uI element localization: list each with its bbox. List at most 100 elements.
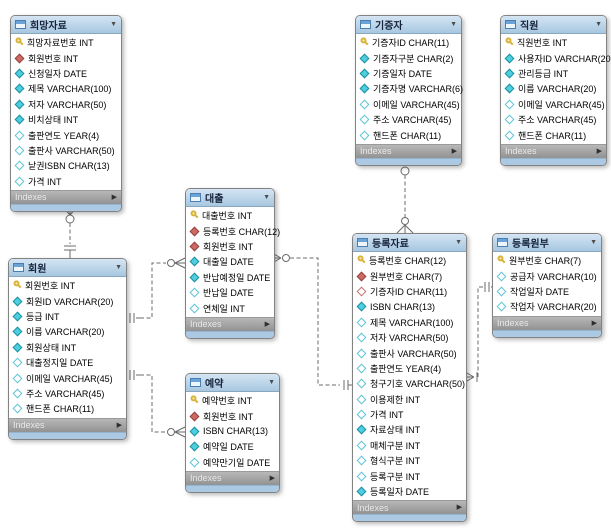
column-row[interactable]: 출판사 VARCHAR(50) — [353, 345, 466, 360]
column-row[interactable]: 기증자명 VARCHAR(6) — [356, 81, 463, 96]
column-row[interactable]: ISBN CHAR(13) — [353, 299, 466, 314]
column-row[interactable]: 예약번호 INT — [186, 393, 279, 408]
column-row[interactable]: 형식구분 INT — [353, 453, 466, 468]
indexes-bar[interactable]: Indexes▶ — [356, 143, 461, 158]
column-row[interactable]: 희망자료번호 INT — [11, 35, 121, 50]
entity-table-registered-data[interactable]: 등록자료▼등록번호 CHAR(12)원부번호 CHAR(7)기증자ID CHAR… — [352, 233, 467, 523]
column-row[interactable]: 회원ID VARCHAR(20) — [9, 293, 126, 308]
column-row[interactable]: 원부번호 CHAR(7) — [493, 253, 601, 268]
indexes-bar[interactable]: Indexes▶ — [9, 417, 126, 432]
relationship-reservation-member[interactable] — [125, 370, 186, 438]
column-row[interactable]: 이름 VARCHAR(20) — [501, 81, 606, 96]
column-row[interactable]: 등록번호 CHAR(12) — [186, 223, 280, 238]
expand-arrow-icon[interactable]: ▶ — [451, 147, 457, 155]
column-row[interactable]: 주소 VARCHAR(45) — [9, 386, 126, 401]
column-row[interactable]: 원부번호 CHAR(7) — [353, 268, 466, 283]
column-row[interactable]: 핸드폰 CHAR(11) — [501, 127, 606, 142]
expand-arrow-icon[interactable]: ▶ — [264, 320, 270, 328]
collapse-arrow-icon[interactable]: ▼ — [263, 194, 270, 201]
column-row[interactable]: 회원번호 INT — [9, 278, 126, 293]
expand-arrow-icon[interactable]: ▶ — [591, 319, 597, 327]
column-row[interactable]: 이메일 VARCHAR(45) — [501, 97, 606, 112]
column-row[interactable]: 저자 VARCHAR(50) — [353, 330, 466, 345]
collapse-arrow-icon[interactable]: ▼ — [110, 21, 117, 28]
column-row[interactable]: 등록일자 DATE — [353, 484, 466, 499]
column-row[interactable]: 등급 INT — [9, 309, 126, 324]
column-row[interactable]: 비치상태 INT — [11, 112, 121, 127]
entity-table-donor[interactable]: 기증자▼기증자ID CHAR(11)기증자구분 CHAR(2)기증일자 DATE… — [355, 15, 463, 166]
column-row[interactable]: 관리등급 INT — [501, 66, 606, 81]
relationship-loan-registered[interactable] — [271, 252, 352, 390]
table-header[interactable]: 회원▼ — [9, 259, 126, 277]
entity-table-register-ledger[interactable]: 등록원부▼원부번호 CHAR(7)공급자 VARCHAR(10)작업일자 DAT… — [492, 233, 602, 338]
column-row[interactable]: 출판연도 YEAR(4) — [353, 361, 466, 376]
column-row[interactable]: 대출정지일 DATE — [9, 355, 126, 370]
column-row[interactable]: 연체일 INT — [186, 300, 274, 315]
column-row[interactable]: 직원번호 INT — [501, 35, 606, 50]
column-row[interactable]: 회원번호 INT — [186, 239, 274, 254]
relationship-loan-member[interactable] — [125, 257, 186, 323]
table-header[interactable]: 등록자료▼ — [353, 234, 466, 252]
column-row[interactable]: 회원번호 INT — [11, 50, 121, 65]
column-row[interactable]: 대출번호 INT — [186, 208, 274, 223]
collapse-arrow-icon[interactable]: ▼ — [115, 264, 122, 271]
column-row[interactable]: 출판사 VARCHAR(50) — [11, 143, 121, 158]
column-row[interactable]: 대출일 DATE — [186, 254, 274, 269]
indexes-bar[interactable]: Indexes▶ — [501, 143, 606, 158]
column-row[interactable]: 핸드폰 CHAR(11) — [356, 127, 461, 142]
column-row[interactable]: 등록번호 CHAR(12) — [353, 253, 466, 268]
relationship-hope-member[interactable] — [61, 205, 79, 258]
column-row[interactable]: ISBN CHAR(13) — [186, 424, 279, 439]
indexes-bar[interactable]: Indexes▶ — [186, 470, 279, 485]
column-row[interactable]: 반납일 DATE — [186, 285, 274, 300]
column-row[interactable]: 청구기호 VARCHAR(50) — [353, 376, 466, 391]
collapse-arrow-icon[interactable]: ▼ — [595, 21, 602, 28]
column-row[interactable]: 이메일 VARCHAR(45) — [9, 370, 126, 385]
column-row[interactable]: 주소 VARCHAR(45) — [356, 112, 461, 127]
table-header[interactable]: 예약▼ — [186, 374, 279, 392]
column-row[interactable]: 출판연도 YEAR(4) — [11, 127, 121, 142]
column-row[interactable]: 작업자 VARCHAR(20) — [493, 299, 601, 314]
column-row[interactable]: 기증자ID CHAR(11) — [353, 284, 466, 299]
collapse-arrow-icon[interactable]: ▼ — [455, 239, 462, 246]
column-row[interactable]: 이용제한 INT — [353, 392, 466, 407]
column-row[interactable]: 회원상태 INT — [9, 340, 126, 355]
column-row[interactable]: 자료상태 INT — [353, 422, 466, 437]
expand-arrow-icon[interactable]: ▶ — [269, 474, 275, 482]
expand-arrow-icon[interactable]: ▶ — [596, 147, 602, 155]
column-row[interactable]: 예약일 DATE — [186, 439, 279, 454]
column-row[interactable]: 신청일자 DATE — [11, 66, 121, 81]
column-row[interactable]: 가격 INT — [11, 174, 121, 189]
expand-arrow-icon[interactable]: ▶ — [116, 421, 122, 429]
column-row[interactable]: 제목 VARCHAR(100) — [11, 81, 121, 96]
expand-arrow-icon[interactable]: ▶ — [111, 193, 117, 201]
column-row[interactable]: 기증자구분 CHAR(2) — [356, 50, 461, 65]
indexes-bar[interactable]: Indexes▶ — [493, 315, 601, 330]
table-header[interactable]: 대출▼ — [186, 189, 274, 207]
column-row[interactable]: 주소 VARCHAR(45) — [501, 112, 606, 127]
column-row[interactable]: 예약만기일 DATE — [186, 455, 279, 470]
table-header[interactable]: 기증자▼ — [356, 16, 461, 34]
column-row[interactable]: 이메일 VARCHAR(45) — [356, 97, 461, 112]
collapse-arrow-icon[interactable]: ▼ — [590, 239, 597, 246]
relationship-registered-donor[interactable] — [396, 163, 414, 234]
column-row[interactable]: 저자 VARCHAR(50) — [11, 97, 121, 112]
table-header[interactable]: 등록원부▼ — [493, 234, 601, 252]
indexes-bar[interactable]: Indexes▶ — [353, 500, 466, 515]
table-header[interactable]: 희망자료▼ — [11, 16, 121, 34]
column-row[interactable]: 가격 INT — [353, 407, 466, 422]
column-row[interactable]: 반납예정일 DATE — [186, 270, 274, 285]
column-row[interactable]: 매체구분 INT — [353, 438, 466, 453]
column-row[interactable]: 등록구분 INT — [353, 468, 466, 483]
column-row[interactable]: 이름 VARCHAR(20) — [9, 324, 126, 339]
column-row[interactable]: 공급자 VARCHAR(10) — [493, 268, 601, 283]
column-row[interactable]: 기증자ID CHAR(11) — [356, 35, 461, 50]
column-row[interactable]: 제목 VARCHAR(100) — [353, 315, 466, 330]
indexes-bar[interactable]: Indexes▶ — [11, 189, 121, 204]
collapse-arrow-icon[interactable]: ▼ — [268, 379, 275, 386]
